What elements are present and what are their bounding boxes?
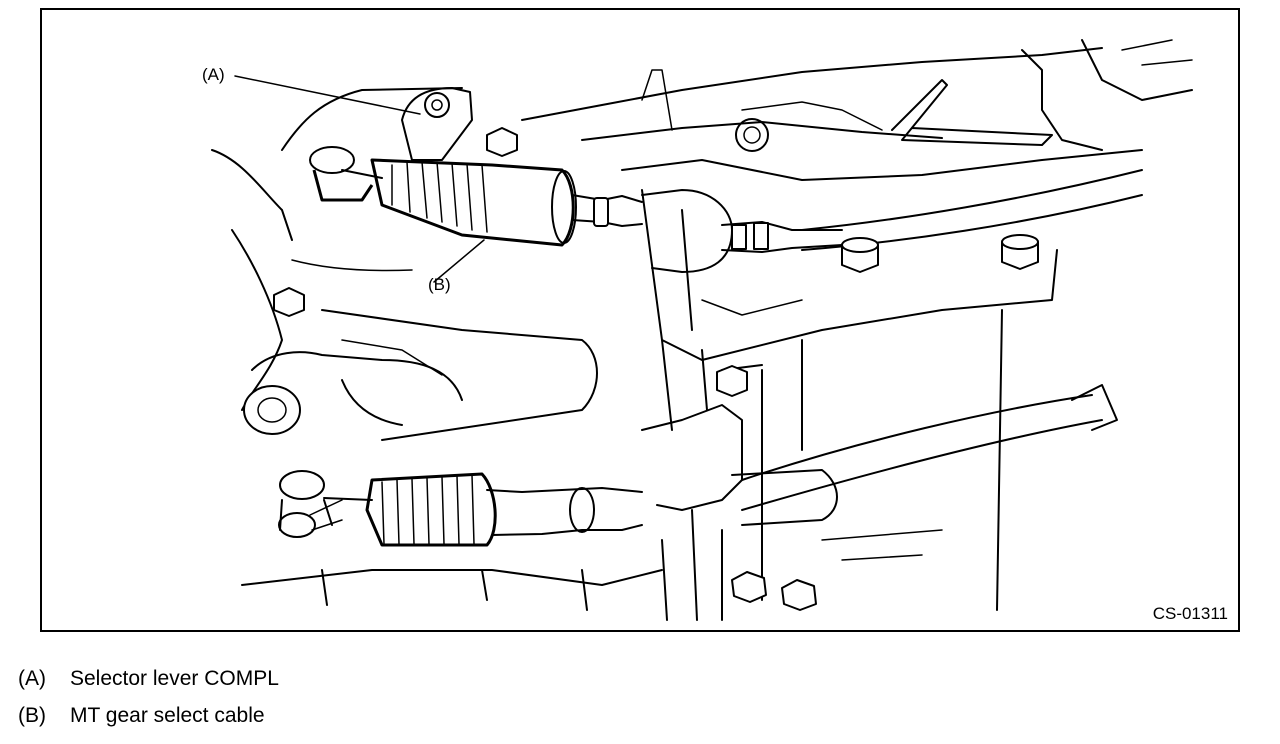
legend-text: MT gear select cable <box>70 704 265 727</box>
legend: (A) Selector lever COMPL (B) MT gear sel… <box>18 660 279 734</box>
transmission-illustration <box>211 39 1193 621</box>
figure-frame: (A) (B) CS-01311 <box>40 8 1240 632</box>
legend-text: Selector lever COMPL <box>70 667 279 690</box>
callout-a: (A) <box>202 65 225 84</box>
legend-key: (B) <box>18 704 46 727</box>
legend-item: (B) MT gear select cable <box>18 697 279 734</box>
legend-key: (A) <box>18 667 46 690</box>
callout-b: (B) <box>428 275 451 294</box>
figure-code: CS-01311 <box>1152 604 1228 623</box>
legend-item: (A) Selector lever COMPL <box>18 660 279 697</box>
